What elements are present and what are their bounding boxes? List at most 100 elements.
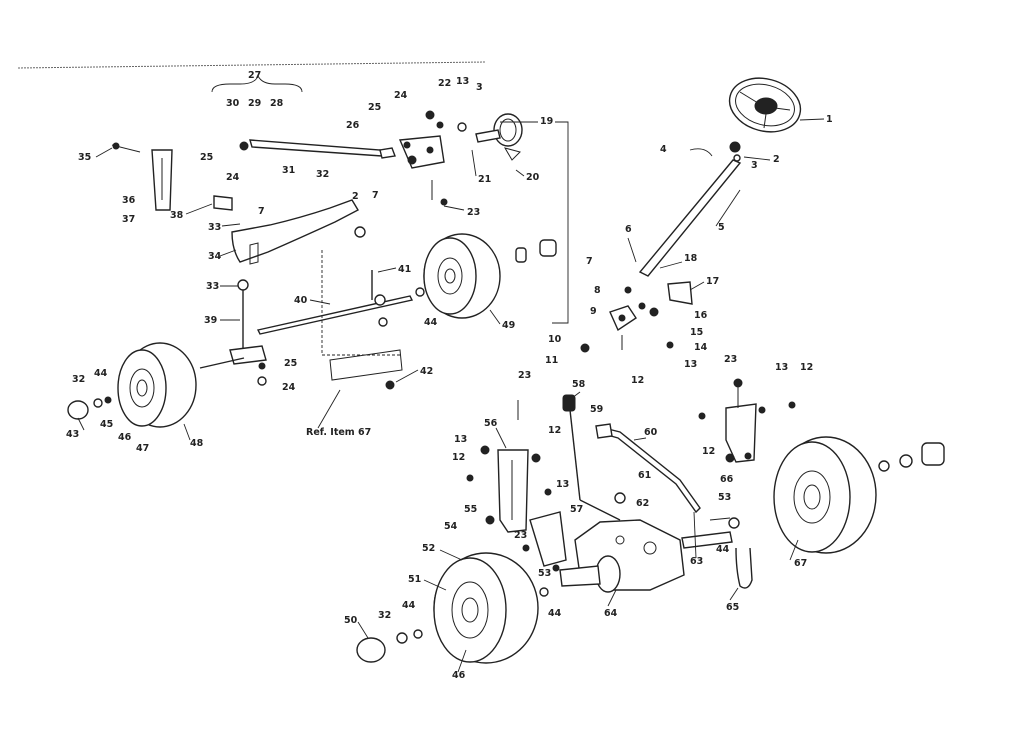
label-12: 12 bbox=[800, 362, 813, 373]
label-6: 6 bbox=[625, 224, 632, 235]
label-20: 20 bbox=[526, 172, 540, 183]
spindle-left bbox=[199, 279, 267, 386]
label-56: 56 bbox=[484, 418, 498, 429]
label-57: 57 bbox=[570, 504, 583, 515]
label-24: 24 bbox=[226, 172, 240, 183]
steering-spring bbox=[689, 148, 713, 157]
label-63: 63 bbox=[690, 556, 703, 567]
axle-bracket-ref bbox=[329, 349, 403, 390]
label-23: 23 bbox=[518, 370, 531, 381]
label-64: 64 bbox=[604, 608, 618, 619]
label-30: 30 bbox=[226, 98, 240, 109]
label-43: 43 bbox=[66, 429, 79, 440]
label-1: 1 bbox=[826, 114, 833, 125]
front-bracket bbox=[111, 142, 233, 211]
label-59: 59 bbox=[590, 404, 603, 415]
label-23: 23 bbox=[514, 530, 527, 541]
rear-bracket bbox=[698, 378, 796, 463]
label-66: 66 bbox=[720, 474, 734, 485]
label-10: 10 bbox=[548, 334, 562, 345]
label-22: 22 bbox=[438, 78, 451, 89]
label-25: 25 bbox=[368, 102, 381, 113]
label-39: 39 bbox=[204, 315, 217, 326]
label-18: 18 bbox=[684, 253, 698, 264]
label-29: 29 bbox=[248, 98, 261, 109]
label-35: 35 bbox=[78, 152, 91, 163]
steering-gear bbox=[475, 113, 523, 161]
label-3: 3 bbox=[476, 82, 483, 93]
front-axle bbox=[231, 199, 366, 265]
steering-column bbox=[638, 141, 742, 277]
label-7: 7 bbox=[586, 256, 593, 267]
label-8: 8 bbox=[594, 285, 601, 296]
label-60: 60 bbox=[644, 427, 658, 438]
label-13: 13 bbox=[456, 76, 469, 87]
drag-link bbox=[239, 139, 396, 159]
label-2: 2 bbox=[773, 154, 780, 165]
label-50: 50 bbox=[344, 615, 358, 626]
axle-stub bbox=[709, 517, 731, 521]
label-53: 53 bbox=[718, 492, 731, 503]
label-47: 47 bbox=[136, 443, 149, 454]
label-23: 23 bbox=[467, 207, 480, 218]
label-41: 41 bbox=[398, 264, 411, 275]
u-bolt bbox=[735, 547, 753, 589]
label-13: 13 bbox=[775, 362, 788, 373]
label-24: 24 bbox=[394, 90, 408, 101]
label-7: 7 bbox=[372, 190, 379, 201]
label-45: 45 bbox=[100, 419, 113, 430]
transaxle-bracket bbox=[466, 400, 567, 572]
label-11: 11 bbox=[545, 355, 558, 366]
label-44: 44 bbox=[716, 544, 730, 555]
label-24: 24 bbox=[282, 382, 296, 393]
label-62: 62 bbox=[636, 498, 649, 509]
label-49: 49 bbox=[502, 320, 515, 331]
label-34: 34 bbox=[208, 251, 222, 262]
label-4: 4 bbox=[660, 144, 667, 155]
label-9: 9 bbox=[590, 306, 597, 317]
label-23: 23 bbox=[724, 354, 737, 365]
label-33: 33 bbox=[208, 222, 221, 233]
label-55: 55 bbox=[464, 504, 477, 515]
label-31: 31 bbox=[282, 165, 295, 176]
label-53: 53 bbox=[538, 568, 551, 579]
label-13: 13 bbox=[454, 434, 467, 445]
label-54: 54 bbox=[444, 521, 458, 532]
label-37: 37 bbox=[122, 214, 135, 225]
label-3: 3 bbox=[751, 160, 758, 171]
label-58: 58 bbox=[572, 379, 586, 390]
pitman-arm bbox=[398, 110, 467, 206]
rear-wheel-right bbox=[728, 436, 945, 554]
label-13: 13 bbox=[556, 479, 569, 490]
label-33: 33 bbox=[206, 281, 219, 292]
label-46: 46 bbox=[118, 432, 132, 443]
label-38: 38 bbox=[170, 210, 184, 221]
label-12: 12 bbox=[631, 375, 644, 386]
label-32: 32 bbox=[72, 374, 85, 385]
front-wheel-left bbox=[67, 342, 197, 428]
header-rule bbox=[17, 61, 486, 69]
label-44: 44 bbox=[548, 608, 562, 619]
label-13: 13 bbox=[684, 359, 697, 370]
label-25: 25 bbox=[284, 358, 297, 369]
steering-wheel bbox=[728, 77, 802, 133]
label-42: 42 bbox=[420, 366, 433, 377]
label-12: 12 bbox=[702, 446, 715, 457]
label-12: 12 bbox=[548, 425, 561, 436]
label-51: 51 bbox=[408, 574, 421, 585]
label-2: 2 bbox=[352, 191, 359, 202]
shift-lever bbox=[562, 394, 621, 521]
label-61: 61 bbox=[638, 470, 651, 481]
label-5: 5 bbox=[718, 222, 725, 233]
steering-gear-bracket bbox=[580, 281, 693, 353]
label-52: 52 bbox=[422, 543, 435, 554]
label-26: 26 bbox=[346, 120, 360, 131]
shift-rod bbox=[595, 423, 701, 514]
leader-lines bbox=[77, 118, 825, 673]
label-28: 28 bbox=[270, 98, 284, 109]
rear-wheel-left bbox=[356, 552, 549, 664]
label-44: 44 bbox=[402, 600, 416, 611]
front-wheel-right bbox=[415, 233, 557, 319]
label-15: 15 bbox=[690, 327, 703, 338]
